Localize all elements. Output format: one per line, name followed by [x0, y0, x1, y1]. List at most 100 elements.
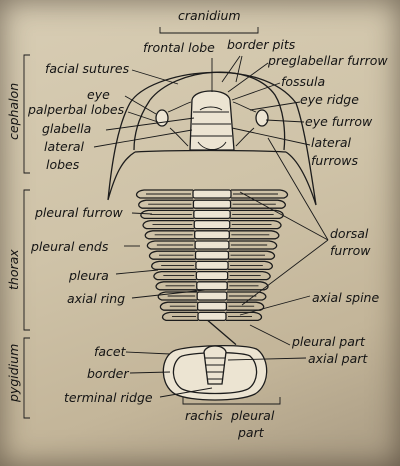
- pygidium-drawing: [162, 345, 268, 401]
- cephalon-bracket: [23, 54, 30, 174]
- label-dorsal: dorsal: [330, 226, 369, 241]
- thorax-pleura-right: [227, 270, 271, 281]
- axial-spine-shape: [207, 320, 237, 346]
- leader-lines: [93, 55, 329, 398]
- thorax-axial-ring: [196, 281, 228, 291]
- label-pygidium: pygidium: [6, 344, 21, 403]
- thorax-pleura-left: [138, 199, 194, 209]
- thorax-pleura-right: [226, 301, 265, 311]
- leader-pleural-part: [249, 324, 291, 346]
- thorax-pleura-left: [144, 230, 195, 240]
- label-pleural-ends: pleural ends: [30, 239, 109, 254]
- thorax-pleura-left: [159, 301, 198, 311]
- label-fossula: fossula: [281, 74, 325, 89]
- thorax-pleura-right: [231, 189, 289, 199]
- leader-facet: [125, 351, 171, 355]
- leader-border: [129, 371, 171, 374]
- label-facet: facet: [94, 344, 127, 359]
- label-cranidium: cranidium: [178, 8, 241, 23]
- thorax-axial-ring: [193, 219, 231, 230]
- label-border-pits: border pits: [227, 37, 296, 52]
- thorax-pleura-left: [146, 240, 196, 250]
- label-axial-part: axial part: [308, 351, 368, 366]
- leader-pleural-furrow: [131, 212, 153, 215]
- leader-palperbal-lobes: [127, 111, 159, 123]
- leader-axial-part: [227, 357, 307, 361]
- label-palperbal-lobes: palperbal lobes: [27, 102, 125, 117]
- thorax-axial-ring: [192, 199, 232, 209]
- label-facial-sutures: facial sutures: [45, 61, 130, 76]
- thorax-axial-ring: [194, 250, 230, 260]
- leader-lateral-lobes: [93, 129, 193, 148]
- label-pleural-part: pleural part: [291, 334, 366, 349]
- eye-right-shape: [255, 109, 269, 127]
- thorax-pleura-right: [230, 209, 284, 220]
- label-eye-ridge: eye ridge: [300, 92, 359, 107]
- thorax-axial-ring: [197, 311, 227, 322]
- label-lateral-2: lateral: [311, 135, 352, 150]
- thorax-axial-ring: [194, 240, 230, 250]
- pygidium-bracket: [23, 337, 30, 419]
- thorax-axial-ring: [195, 270, 229, 281]
- leader-axial-spine: [239, 295, 311, 316]
- thorax-pleura-right: [226, 291, 267, 301]
- thorax-axial-ring: [196, 291, 228, 301]
- thorax-bracket: [23, 189, 30, 331]
- label-rachis: rachis: [185, 408, 223, 423]
- label-lobes: lobes: [46, 157, 80, 172]
- thorax-drawing: [135, 189, 289, 346]
- leader-eye: [124, 95, 157, 115]
- thorax-pleura-right: [228, 250, 276, 260]
- thorax-pleura-right: [226, 311, 263, 322]
- label-part: part: [237, 425, 265, 440]
- glabella-shape: [189, 90, 235, 151]
- thorax-pleura-left: [157, 291, 198, 301]
- cranidium-bracket: [159, 27, 259, 34]
- thorax-pleura-right: [228, 240, 278, 250]
- leader-fossula: [231, 82, 281, 101]
- leader-glabella: [105, 117, 195, 131]
- thorax-pleura-left: [153, 270, 197, 281]
- label-pleural-furrow: pleural furrow: [34, 205, 124, 220]
- label-preglabellar-furrow: preglabellar furrow: [267, 53, 388, 68]
- label-axial-spine: axial spine: [312, 290, 379, 305]
- label-pleura: pleura: [68, 268, 109, 283]
- label-eye-furrow: eye furrow: [305, 114, 373, 129]
- label-lateral-1: lateral: [44, 139, 85, 154]
- cephalon-drawing: [107, 71, 317, 206]
- label-axial-ring: axial ring: [67, 291, 125, 306]
- leader-pleura: [115, 269, 159, 275]
- thorax-pleura-right: [230, 199, 286, 209]
- label-pleural: pleural: [230, 408, 275, 423]
- leader-facial-sutures: [131, 69, 179, 85]
- thorax-pleura-right: [228, 260, 273, 271]
- thorax-pleura-left: [155, 281, 197, 291]
- label-border: border: [87, 366, 129, 381]
- thorax-pleura-left: [161, 311, 198, 322]
- thorax-axial-ring: [194, 230, 230, 240]
- thorax-pleura-left: [148, 250, 196, 260]
- leader-border-pits: [221, 55, 243, 83]
- label-glabella: glabella: [42, 121, 91, 136]
- leader-eye-ridge: [249, 101, 301, 111]
- eye-left-shape: [155, 109, 169, 127]
- label-frontal-lobe: frontal lobe: [143, 40, 215, 55]
- leader-preglabellar-furrow: [227, 62, 269, 93]
- section-brackets: [23, 27, 281, 419]
- thorax-pleura-left: [140, 209, 194, 220]
- rachis-pleural-bracket: [182, 397, 281, 405]
- thorax-axial-ring: [196, 301, 228, 311]
- leader-dorsal-furrow: [239, 137, 329, 306]
- thorax-axial-ring: [193, 209, 231, 220]
- leader-terminal-ridge: [159, 387, 213, 398]
- label-cephalon: cephalon: [6, 83, 21, 140]
- label-furrows: furrows: [311, 153, 358, 168]
- label-terminal-ridge: terminal ridge: [64, 390, 153, 405]
- thorax-pleura-left: [151, 260, 196, 271]
- label-eye: eye: [87, 87, 110, 102]
- thorax-axial-ring: [195, 260, 229, 271]
- thorax-pleura-right: [229, 230, 280, 240]
- thorax-pleura-left: [135, 189, 193, 199]
